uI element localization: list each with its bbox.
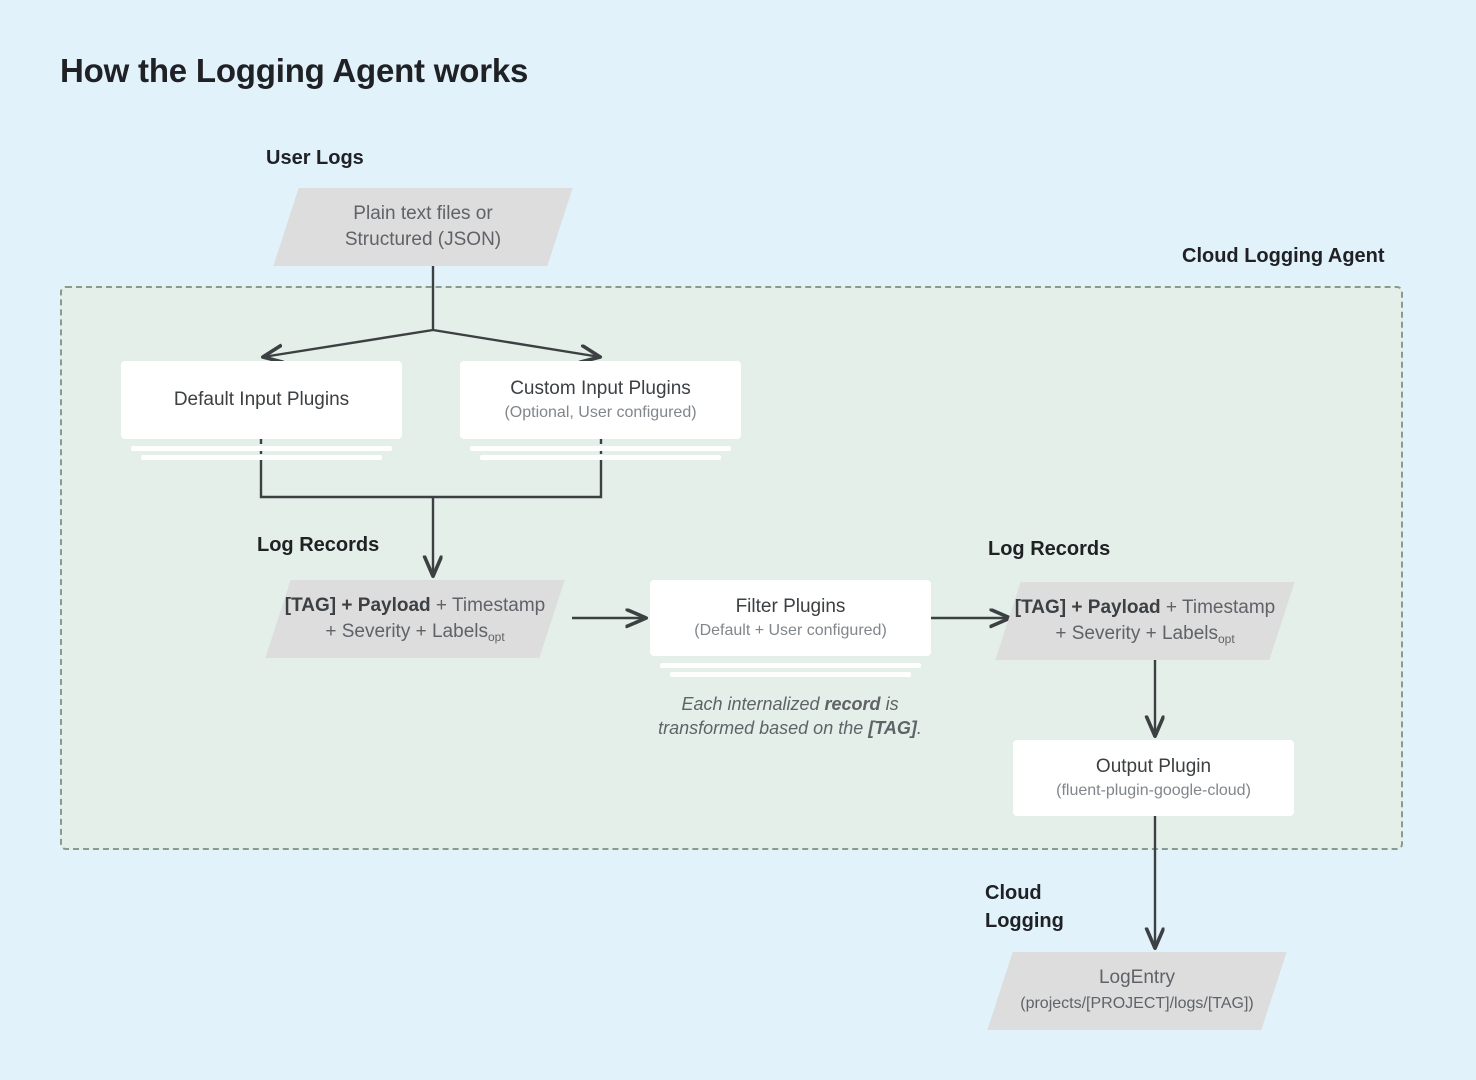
node-default-input-plugins-title: Default Input Plugins <box>173 389 350 410</box>
label-log-records-left: Log Records <box>257 534 380 556</box>
node-log-records-left-line1: [TAG] + Payload + Timestamp <box>285 593 545 619</box>
node-log-records-right[interactable]: [TAG] + Payload + Timestamp + Severity +… <box>995 582 1295 660</box>
node-user-logs-source-line2: Structured (JSON) <box>344 229 502 250</box>
node-log-records-left-opt: opt <box>487 629 505 644</box>
node-log-entry[interactable]: LogEntry (projects/[PROJECT]/logs/[TAG]) <box>987 952 1287 1030</box>
stack-line-custom-input-2 <box>480 455 721 460</box>
node-log-records-left-timestamp: + Timestamp <box>430 594 546 616</box>
node-log-records-left-severity-labels: + Severity + Labels <box>325 620 488 642</box>
node-user-logs-source[interactable]: Plain text files or Structured (JSON) <box>273 188 573 266</box>
stack-line-custom-input-1 <box>470 446 731 451</box>
node-output-plugin-subtitle: (fluent-plugin-google-cloud) <box>1056 782 1251 799</box>
stack-line-filter-2 <box>670 672 911 677</box>
label-user-logs: User Logs <box>266 147 364 169</box>
node-log-records-right-line2: + Severity + Labelsopt <box>1055 621 1234 648</box>
node-default-input-plugins[interactable]: Default Input Plugins <box>121 361 402 439</box>
filter-transform-caption: Each internalized record is transformed … <box>640 692 940 740</box>
node-custom-input-plugins[interactable]: Custom Input Plugins (Optional, User con… <box>460 361 741 439</box>
node-log-records-right-timestamp: + Timestamp <box>1160 596 1276 618</box>
node-output-plugin-title: Output Plugin <box>1095 756 1212 777</box>
node-log-entry-line1: LogEntry <box>1098 967 1176 988</box>
label-log-records-right: Log Records <box>988 538 1111 560</box>
caption-bold-tag: [TAG] <box>868 718 917 738</box>
node-log-entry-line2: (projects/[PROJECT]/logs/[TAG]) <box>1020 995 1254 1012</box>
node-log-records-left-line2: + Severity + Labelsopt <box>325 619 504 646</box>
label-cloud-logging-line1: Cloud <box>985 882 1042 904</box>
caption-part3: . <box>916 718 922 738</box>
stack-line-default-input-2 <box>141 455 382 460</box>
node-filter-plugins[interactable]: Filter Plugins (Default + User configure… <box>650 580 931 656</box>
node-log-records-left-tag-payload: [TAG] + Payload <box>284 594 431 616</box>
node-log-records-left[interactable]: [TAG] + Payload + Timestamp + Severity +… <box>265 580 565 658</box>
stack-line-default-input-1 <box>131 446 392 451</box>
caption-part1: Each internalized <box>681 694 825 714</box>
node-log-records-right-tag-payload: [TAG] + Payload <box>1014 596 1161 618</box>
node-custom-input-plugins-title: Custom Input Plugins <box>510 378 691 399</box>
node-log-records-right-severity-labels: + Severity + Labels <box>1055 622 1218 644</box>
node-output-plugin[interactable]: Output Plugin (fluent-plugin-google-clou… <box>1013 740 1294 816</box>
node-filter-plugins-subtitle: (Default + User configured) <box>694 622 887 639</box>
page-title: How the Logging Agent works <box>60 52 529 89</box>
caption-part2: is transformed based on the <box>658 694 899 738</box>
label-cloud-logging-agent: Cloud Logging Agent <box>1182 245 1385 267</box>
caption-bold-record: record <box>824 694 881 714</box>
stack-line-filter-1 <box>660 663 921 668</box>
node-filter-plugins-title: Filter Plugins <box>735 596 846 617</box>
node-log-records-right-opt: opt <box>1217 631 1235 646</box>
node-user-logs-source-line1: Plain text files or <box>353 203 493 224</box>
node-log-records-right-line1: [TAG] + Payload + Timestamp <box>1015 595 1275 621</box>
node-custom-input-plugins-subtitle: (Optional, User configured) <box>504 404 697 421</box>
label-cloud-logging-line2: Logging <box>985 910 1064 932</box>
